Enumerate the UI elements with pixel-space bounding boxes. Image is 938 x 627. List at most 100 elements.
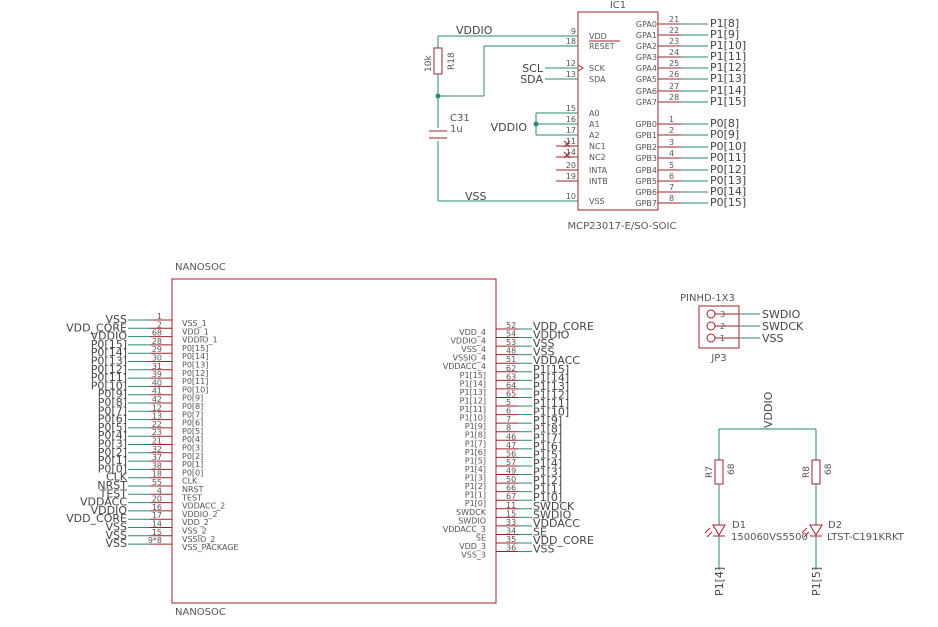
ic1-pin-number: 1 [669, 115, 674, 124]
r7-ref: R7 [705, 466, 715, 478]
net-label-p1-4: P1[4] [713, 567, 726, 596]
nanosoc-net-label: P0[13] [91, 355, 127, 368]
ic1-pin-name: GPA6 [636, 87, 657, 96]
nanosoc-net-label: P0[0] [98, 462, 127, 475]
ic1-pin-name: VSS [589, 197, 605, 206]
nanosoc-pin-number: 28 [152, 337, 162, 346]
c31-value: 1u [450, 124, 463, 135]
ic1-pin-number: 7 [669, 183, 674, 192]
nanosoc-pin-name: VDD_2 [182, 518, 209, 527]
nanosoc-pin-name: VSS_2 [182, 527, 207, 536]
nanosoc-pin-number: 20 [152, 495, 162, 504]
nanosoc-net-label: VSS [106, 313, 128, 326]
nanosoc-pin-number: 8 [506, 424, 511, 433]
net-label-vddio-ic1: VDDIO [456, 24, 493, 37]
d2-value: LTST-C191KRKT [827, 532, 905, 543]
ic1-net-label: P1[15] [710, 95, 746, 108]
jp3-net-label: VSS [762, 332, 784, 345]
nanosoc-pin-number: 47 [506, 441, 516, 450]
nanosoc-pin-name: VDDACC_4 [443, 362, 486, 371]
nanosoc-net-label: P0[15] [91, 338, 127, 351]
nanosoc-pin-number: 18 [152, 470, 162, 479]
nanosoc-pin-name: P1[2] [465, 482, 486, 491]
nanosoc-net-label: P1[13] [533, 380, 569, 393]
nanosoc-net-label: P1[10] [533, 406, 569, 419]
nanosoc-pin-number: 1 [157, 312, 162, 321]
d2-diode-icon [809, 524, 823, 536]
ic1-body [577, 11, 659, 211]
net-label-sda: SDA [520, 73, 543, 86]
nanosoc-net-label: VSS [106, 529, 128, 542]
c31-ref: C31 [450, 113, 470, 124]
nanosoc-net-label: SWDIO [533, 508, 572, 521]
nanosoc-net-label: P0[12] [91, 363, 127, 376]
ic1-pin-name: GPB6 [635, 188, 657, 197]
nanosoc-pin-name: P0[12] [182, 369, 208, 378]
d1-diode-icon [712, 524, 726, 536]
nanosoc-ref-bottom: NANOSOC [175, 607, 226, 618]
nanosoc-pin-name: VSS_3 [461, 551, 486, 560]
ic1-pin-name: NC1 [589, 142, 606, 151]
nanosoc-pin-name: CLK [182, 477, 198, 486]
ic1-pin-name: A0 [589, 109, 600, 118]
ic1-pin-number: 6 [669, 172, 674, 181]
nanosoc-net-label: SE [533, 525, 547, 538]
nanosoc-pin-number: 38 [152, 461, 162, 470]
nanosoc-net-label: P1[3] [533, 466, 562, 479]
nanosoc-pin-number: 67 [506, 492, 516, 501]
nanosoc-pin-number: 5 [506, 398, 511, 407]
nanosoc-pin-name: P1[11] [460, 405, 486, 414]
ic1-pin-number: 23 [669, 37, 679, 46]
nanosoc-pin-number: 15 [506, 509, 516, 518]
r18-ref: R18 [447, 52, 457, 70]
clock-marker-icon [577, 64, 584, 72]
ic1-net-label: P1[11] [710, 50, 746, 63]
ic1-net-label: P1[9] [710, 28, 739, 41]
ic1-pin-number: 14 [566, 148, 576, 157]
ic1-pin-name: GPB4 [635, 166, 657, 175]
nanosoc-pin-name: SE [476, 533, 486, 542]
nanosoc-pin-number: 6 [506, 407, 511, 416]
jp3-pin-icon [706, 309, 716, 319]
nanosoc-pin-name: VSS_4 [461, 345, 486, 354]
nanosoc-body [171, 278, 497, 604]
nanosoc-pin-number: 13 [152, 412, 162, 421]
nanosoc-net-label: P0[3] [98, 438, 127, 451]
led-circuit: VDDIO R7 68 R8 68 D1 150060VS5500 D2 LTS… [704, 391, 905, 596]
ic1-pin-number: 2 [669, 126, 674, 135]
ic1-pin-name: GPA4 [636, 64, 657, 73]
nanosoc-pin-name: P0[13] [182, 361, 208, 370]
nanosoc-pin-name: P1[14] [460, 379, 486, 388]
nanosoc-net-label: P0[6] [98, 413, 127, 426]
nanosoc-pin-name: VDD_1 [182, 327, 209, 336]
jp3-type: PINHD-1X3 [680, 293, 735, 304]
nanosoc-net-label: P0[4] [98, 429, 127, 442]
r18-value: 10k [424, 55, 434, 72]
nanosoc-pin-number: 7 [506, 415, 511, 424]
net-label-p1-5: P1[5] [810, 567, 823, 596]
ic1-net-label: P0[10] [710, 140, 746, 153]
ic1-symbol: IC1 MCP23017-E/SO-SOIC 9VDD18RESET12SCK1… [556, 0, 746, 232]
nanosoc-pin-name: P0[5] [182, 427, 203, 436]
r7-body [714, 459, 724, 485]
ic1-pin-name: NC2 [589, 153, 606, 162]
nanosoc-net-label: VSS [533, 346, 555, 359]
ic1-pin-number: 21 [669, 15, 679, 24]
ic1-pin-number: 18 [566, 37, 576, 46]
nanosoc-pin-name: VDD_4 [459, 328, 486, 337]
nanosoc-pin-number: 65 [506, 389, 516, 398]
nanosoc-net-label: P0[7] [98, 404, 127, 417]
ic1-pin-number: 16 [566, 115, 576, 124]
nanosoc-pin-number: 34 [506, 526, 516, 535]
nanosoc-pin-number: 46 [506, 432, 516, 441]
nanosoc-pin-number: 64 [506, 381, 516, 390]
ic1-pin-number: 3 [669, 138, 674, 147]
jp3-net-label: SWDCK [762, 320, 804, 333]
nanosoc-pin-number: 50 [506, 475, 516, 484]
nanosoc-pin-number: 52 [506, 321, 516, 330]
nanosoc-pin-name: P1[5] [465, 456, 486, 465]
